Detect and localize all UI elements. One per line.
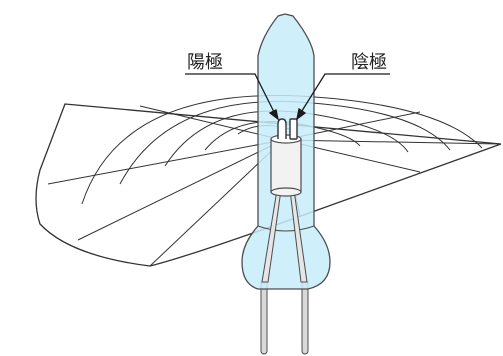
electrode-stem [270, 134, 302, 197]
lead-wires [260, 279, 309, 355]
cathode-leader-line [299, 73, 390, 115]
cathode-electrode [289, 118, 298, 140]
label-arrows [185, 73, 390, 121]
anode-arrow-icon [268, 109, 280, 121]
cathode-arrow-icon [296, 107, 307, 121]
anode-leader-line [185, 73, 276, 115]
stem-bottom [270, 187, 302, 197]
lead-wire-left [260, 279, 268, 355]
bulb-neck-line [257, 225, 315, 232]
fan-spoke-3 [77, 139, 284, 241]
cathode-label: 陰極 [351, 52, 387, 73]
stem-body [270, 138, 302, 193]
electrodes [277, 118, 298, 140]
fan-spoke-7 [282, 139, 501, 145]
fan-spoke-2 [47, 139, 284, 185]
anode-electrode [277, 118, 287, 139]
anode-label: 陽極 [187, 52, 223, 73]
lead-wire-right [301, 279, 309, 355]
